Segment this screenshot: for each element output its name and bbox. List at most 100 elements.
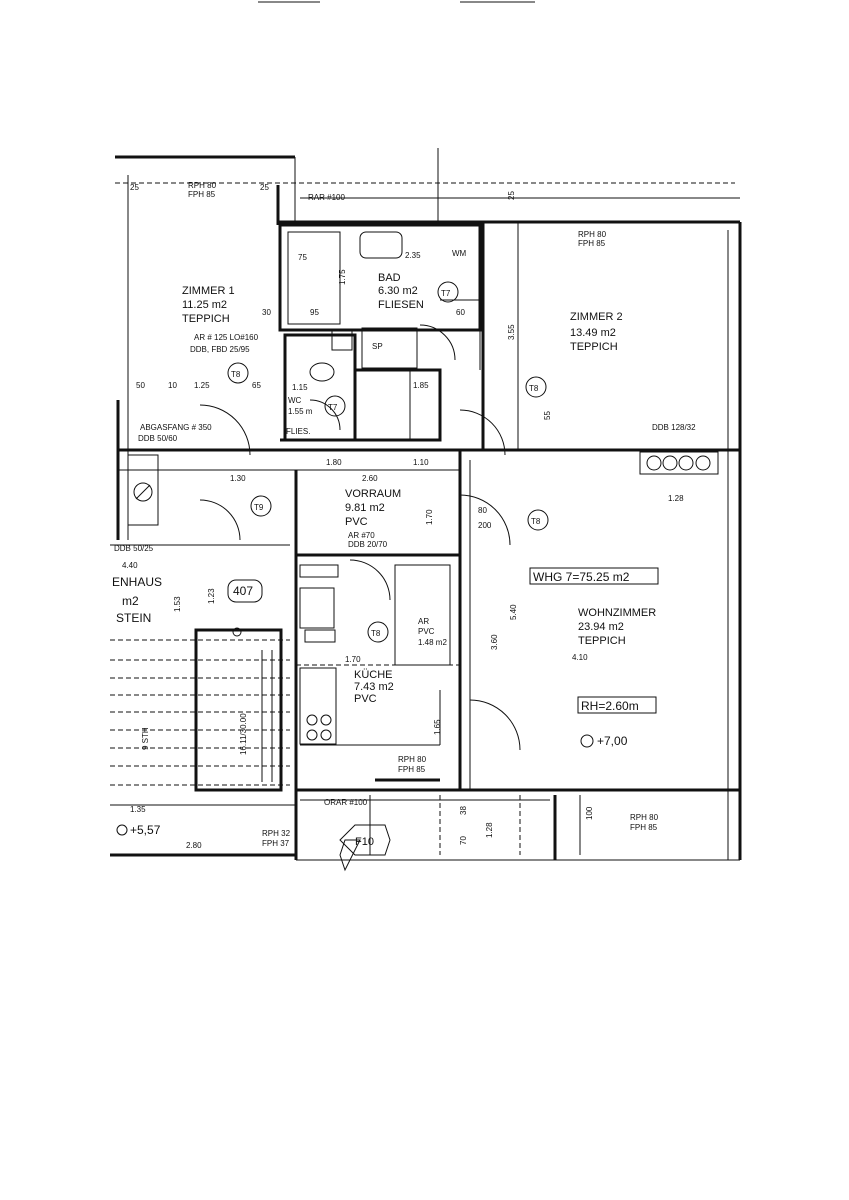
- dim-180: 1.80: [326, 458, 342, 467]
- dim-115: 1.15: [292, 383, 308, 392]
- elevation-marker: [580, 734, 594, 748]
- room-floor-zimmer2: TEPPICH: [570, 341, 618, 353]
- door-tag-circle: [527, 509, 549, 531]
- door-tag-t9: T9: [254, 503, 264, 512]
- note-ar70: AR #70: [348, 531, 375, 540]
- dim-130: 1.30: [230, 474, 246, 483]
- room-area-ar: 1.48 m2: [418, 638, 447, 647]
- dim-175: 1.75: [338, 269, 347, 285]
- elevation-stair: +5,57: [130, 823, 161, 837]
- dim-128b: 1.28: [485, 822, 494, 838]
- dim-60: 60: [456, 308, 465, 317]
- note-rph-stair: RPH 32: [262, 829, 291, 838]
- door-swing-kueche: [349, 559, 391, 601]
- door-tag-circle: [250, 495, 272, 517]
- room-floor-stair: STEIN: [116, 611, 151, 625]
- door-tag-t8-zimmer1: T8: [231, 370, 241, 379]
- door-swing-wc: [309, 399, 341, 431]
- room-area-wohnzimmer: 23.94 m2: [578, 621, 624, 633]
- flue-circle: [678, 455, 694, 471]
- label-wm: WM: [452, 249, 467, 258]
- note-abgasfang: ABGASFANG # 350: [140, 423, 212, 432]
- note-rph-kueche: RPH 80: [398, 755, 427, 764]
- door-tag-t8-wohn: T8: [531, 517, 541, 526]
- note-rph-top: RPH 80: [188, 181, 217, 190]
- room-floor-zimmer1: TEPPICH: [182, 313, 230, 325]
- door-swing-bottom: [469, 699, 521, 751]
- f10-label: F10: [355, 836, 374, 848]
- room-area-zimmer2: 13.49 m2: [570, 327, 616, 339]
- note-fph-top: FPH 85: [188, 190, 216, 199]
- whg-box: [529, 567, 659, 585]
- dim-360: 3.60: [490, 634, 499, 650]
- dim-70: 70: [459, 836, 468, 845]
- room-floor-wc: FLIES.: [286, 427, 310, 436]
- note-ddb-5025: DDB 50/25: [114, 544, 154, 553]
- flue-circle: [695, 455, 711, 471]
- note-fph-z2: FPH 85: [578, 239, 606, 248]
- room-floor-ar: PVC: [418, 627, 435, 636]
- rh-box: [577, 696, 657, 714]
- stairs-label-2: 9 STH: [141, 727, 150, 750]
- room-name-wohnzimmer: WOHNZIMMER: [578, 607, 656, 619]
- flue-circle: [646, 455, 662, 471]
- room-name-zimmer1: ZIMMER 1: [182, 285, 235, 297]
- dim-110: 1.10: [413, 458, 429, 467]
- note-rph-wohn: RPH 80: [630, 813, 659, 822]
- door-tag-circle: [437, 281, 459, 303]
- dim-25a: 25: [130, 183, 139, 192]
- room-floor-wohnzimmer: TEPPICH: [578, 635, 626, 647]
- elevation-wohn: +7,00: [597, 734, 628, 748]
- door-swing-bad: [419, 324, 456, 361]
- note-fph-kueche: FPH 85: [398, 765, 426, 774]
- door-tag-circle: [525, 376, 547, 398]
- dim-200: 200: [478, 521, 492, 530]
- room-area-stair: m2: [122, 594, 139, 608]
- dim-135: 1.35: [130, 805, 146, 814]
- room-area-bad: 6.30 m2: [378, 285, 418, 297]
- dim-95: 95: [310, 308, 319, 317]
- dim-55: 55: [543, 411, 552, 420]
- dim-100: 100: [585, 806, 594, 820]
- dim-50: 50: [136, 381, 145, 390]
- dim-235: 2.35: [405, 251, 421, 260]
- door-tag-circle: [227, 362, 249, 384]
- room-name-wc: WC: [288, 396, 302, 405]
- dim-80: 80: [478, 506, 487, 515]
- dim-128: 1.28: [668, 494, 684, 503]
- f10-box: [339, 824, 391, 856]
- dim-30: 30: [262, 308, 271, 317]
- room-name-bad: BAD: [378, 272, 401, 284]
- room-area-vorraum: 9.81 m2: [345, 502, 385, 514]
- label-sp: SP: [372, 342, 383, 351]
- room-name-ar: AR: [418, 617, 429, 626]
- flue-circle: [662, 455, 678, 471]
- dim-25c: 25: [507, 191, 516, 200]
- rh-label: RH=2.60m: [581, 699, 639, 713]
- dim-260: 2.60: [362, 474, 378, 483]
- note-ddb: DDB, FBD 25/95: [190, 345, 250, 354]
- note-fph-stair: FPH 37: [262, 839, 290, 848]
- stairs-label: 16.11/30.00: [239, 713, 248, 755]
- unit-number: 407: [233, 584, 253, 598]
- door-tag-t8-zimmer2: T8: [529, 384, 539, 393]
- room-floor-kueche: PVC: [354, 693, 377, 705]
- dim-10: 10: [168, 381, 177, 390]
- note-ddb128: DDB 128/32: [652, 423, 696, 432]
- dim-75: 75: [298, 253, 307, 262]
- elevation-marker: [116, 824, 128, 836]
- note-ddb2070: DDB 20/70: [348, 540, 388, 549]
- door-tag-t7-wc: T7: [328, 403, 338, 412]
- vorraum-kueche: [294, 470, 460, 790]
- stairwell: [110, 454, 296, 806]
- room-area-kueche: 7.43 m2: [354, 681, 394, 693]
- room-name-stair: ENHAUS: [112, 575, 162, 589]
- whg-label: WHG 7=75.25 m2: [533, 570, 630, 584]
- room-name-zimmer2: ZIMMER 2: [570, 311, 623, 323]
- note-orar: ORAR #100: [324, 798, 368, 807]
- heater-block: [639, 451, 719, 475]
- door-swing-zimmer2: [459, 409, 506, 456]
- room-area-zimmer1: 11.25 m2: [182, 299, 227, 311]
- door-swing-zimmer1: [199, 404, 251, 456]
